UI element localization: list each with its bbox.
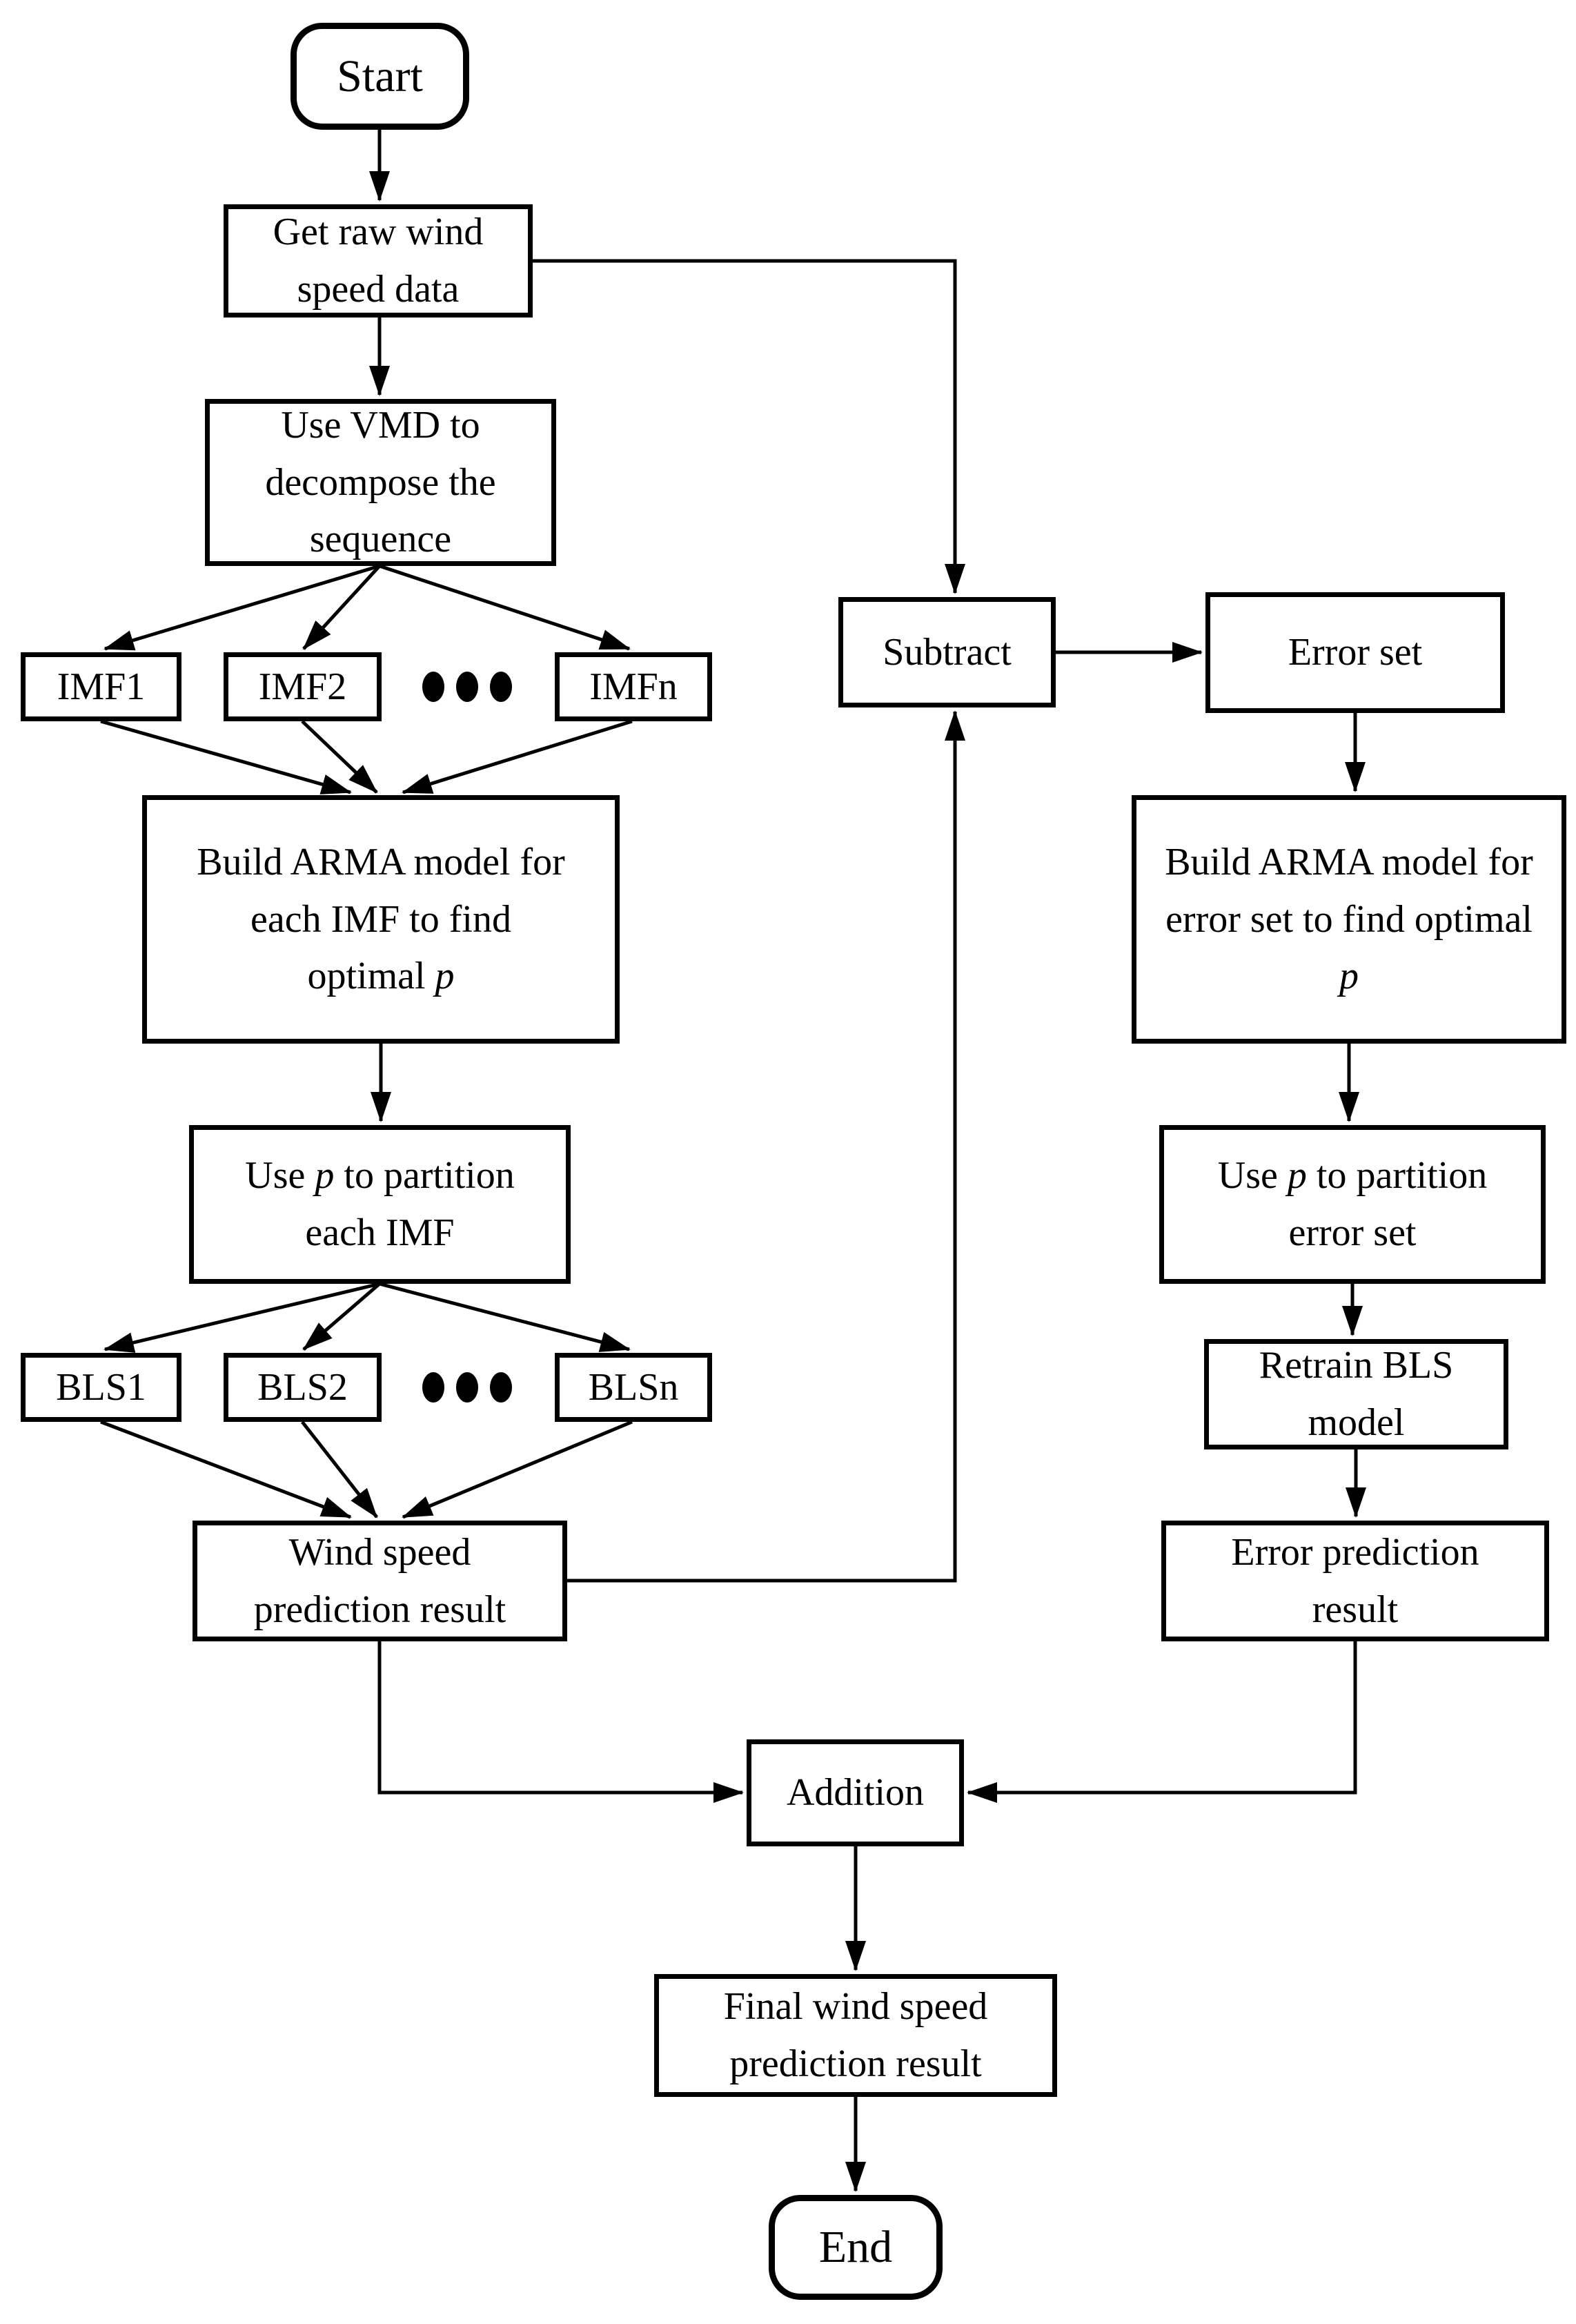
edge-errorprediction-to-addition bbox=[967, 1641, 1357, 1803]
edge-imf2-to-arma bbox=[301, 720, 378, 794]
node-bls2: BLS2 bbox=[224, 1353, 382, 1422]
edge-vmd-to-imf1 bbox=[104, 564, 380, 651]
node-label-line: IMFn bbox=[589, 665, 678, 708]
node-label-line: Wind speed bbox=[288, 1530, 471, 1574]
node-partition-error: Use p to partition error set bbox=[1159, 1125, 1546, 1284]
node-label-line: Start bbox=[337, 50, 423, 101]
node-imf2: IMF2 bbox=[224, 652, 382, 721]
edge-windresult-to-addition bbox=[377, 1641, 744, 1803]
node-label-line: IMF2 bbox=[258, 665, 347, 708]
node-end: End bbox=[769, 2195, 943, 2300]
node-label-line: speed data bbox=[297, 268, 460, 311]
node-label-line: Final wind speed bbox=[723, 1985, 988, 2029]
node-label-line: Error prediction bbox=[1231, 1530, 1479, 1574]
node-build-arma-imf: Build ARMA model for each IMF to find opti… bbox=[142, 795, 620, 1044]
bls-ellipsis-dot bbox=[456, 1372, 478, 1403]
node-label-line: Subtract bbox=[883, 630, 1012, 674]
node-label-line: error set to find optimal bbox=[1165, 897, 1533, 941]
node-label-line: Use p to partition bbox=[245, 1154, 515, 1198]
imf-ellipsis-dot bbox=[422, 672, 444, 702]
node-imf1: IMF1 bbox=[21, 652, 181, 721]
imf-ellipsis-dot bbox=[456, 672, 478, 702]
edge-windresult-to-subtract bbox=[567, 710, 965, 1583]
node-label-line: BLS2 bbox=[257, 1365, 348, 1409]
edge-partition-to-bls1 bbox=[104, 1282, 380, 1353]
node-label-line: BLS1 bbox=[56, 1365, 146, 1409]
node-label-line: optimal p bbox=[307, 955, 455, 998]
node-label-line: result bbox=[1312, 1588, 1399, 1631]
node-label-line: End bbox=[818, 2222, 893, 2273]
node-label-line: Retrain BLS bbox=[1259, 1344, 1454, 1387]
node-label-line: Use VMD to bbox=[281, 403, 480, 447]
node-imfn: IMFn bbox=[555, 652, 712, 721]
edge-blsn-to-windresult bbox=[402, 1420, 633, 1519]
node-build-arma-error: Build ARMA model for error set to find op… bbox=[1132, 795, 1566, 1044]
node-subtract: Subtract bbox=[838, 597, 1056, 707]
node-label-line: each IMF to find bbox=[250, 897, 511, 941]
node-error-prediction-result: Error prediction result bbox=[1161, 1521, 1549, 1641]
node-label-line: error set bbox=[1288, 1211, 1417, 1254]
edge-vmd-to-imfn bbox=[379, 564, 631, 651]
imf-ellipsis-dot bbox=[490, 672, 512, 702]
node-label-line: Use p to partition bbox=[1217, 1154, 1488, 1198]
node-partition-imf: Use p to partition each IMF bbox=[189, 1125, 571, 1284]
edge-getraw-to-subtract bbox=[533, 259, 965, 594]
node-label-line: model bbox=[1308, 1401, 1405, 1444]
node-error-set: Error set bbox=[1205, 592, 1505, 713]
node-vmd-decompose: Use VMD to decompose the sequence bbox=[205, 399, 556, 566]
node-get-raw-wind-speed-data: Get raw wind speed data bbox=[224, 204, 533, 318]
edge-vmd-to-imf2 bbox=[302, 565, 381, 650]
edge-imfn-to-arma bbox=[402, 719, 633, 794]
node-label-line: Get raw wind bbox=[273, 211, 484, 254]
edge-partition-to-blsn bbox=[379, 1282, 631, 1352]
node-label-line: sequence bbox=[309, 518, 452, 561]
node-label-line: each IMF bbox=[305, 1211, 455, 1254]
edge-bls1-to-windresult bbox=[100, 1420, 352, 1519]
edge-partition-to-bls2 bbox=[302, 1282, 381, 1351]
node-label-line: IMF1 bbox=[57, 665, 146, 708]
node-label-line: BLSn bbox=[588, 1365, 679, 1409]
node-label-line: prediction result bbox=[253, 1588, 506, 1631]
node-bls1: BLS1 bbox=[21, 1353, 181, 1422]
bls-ellipsis-dot bbox=[422, 1372, 444, 1403]
node-blsn: BLSn bbox=[555, 1353, 712, 1422]
edge-imf1-to-arma bbox=[100, 719, 352, 794]
imf-ellipsis-dots bbox=[422, 672, 512, 702]
bls-ellipsis-dot bbox=[490, 1372, 512, 1403]
node-wind-speed-prediction-result: Wind speed prediction result bbox=[193, 1521, 567, 1641]
node-addition: Addition bbox=[747, 1739, 964, 1846]
node-label-line: Build ARMA model for bbox=[197, 840, 565, 883]
node-final-wind-speed-prediction-result: Final wind speed prediction result bbox=[654, 1974, 1057, 2097]
node-retrain-bls: Retrain BLS model bbox=[1204, 1339, 1508, 1449]
node-label-line: Addition bbox=[786, 1771, 925, 1815]
node-label-line: p bbox=[1339, 955, 1359, 998]
node-label-line: decompose the bbox=[265, 460, 496, 504]
node-label-line: prediction result bbox=[729, 2042, 982, 2085]
node-start: Start bbox=[290, 23, 469, 130]
edge-bls2-to-windresult bbox=[301, 1420, 378, 1519]
node-label-line: Build ARMA model for bbox=[1165, 840, 1533, 883]
bls-ellipsis-dots bbox=[422, 1372, 512, 1403]
node-label-line: Error set bbox=[1288, 631, 1423, 674]
